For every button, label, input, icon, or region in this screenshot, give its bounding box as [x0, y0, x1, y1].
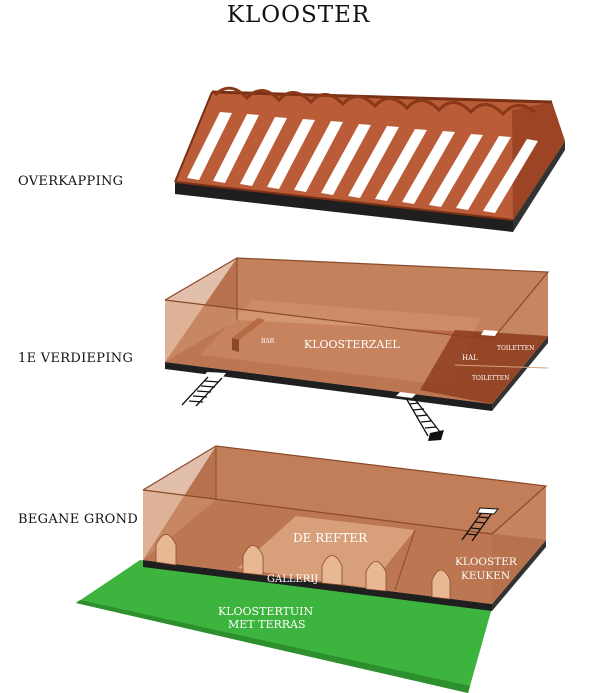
level-label-first-floor: 1E VERDIEPING	[18, 351, 134, 366]
room-label-de-refter: DE REFTER	[293, 531, 368, 545]
room-label-gallerij: GALLERIJ	[267, 574, 318, 585]
ground-floor-structure	[76, 445, 548, 693]
garden-terrace	[76, 560, 492, 693]
level-label-ground-floor: BEGANE GROND	[18, 512, 139, 527]
room-label-klooster-keuken-line2: KEUKEN	[461, 570, 510, 582]
room-label-hal: HAL	[462, 354, 478, 362]
room-label-klooster-keuken-line1: KLOOSTER	[455, 556, 518, 568]
page-title: KLOOSTER	[226, 2, 371, 28]
first-floor-structure	[164, 257, 550, 441]
roof-structure	[174, 86, 565, 232]
room-label-kloostertuin-line2: MET TERRAS	[228, 618, 306, 631]
room-label-toiletten-lower: TOILETTEN	[472, 375, 509, 382]
room-label-bar: BAR	[261, 338, 275, 345]
room-label-kloostertuin-line1: KLOOSTERTUIN	[218, 605, 314, 618]
room-label-toiletten-upper: TOILETTEN	[497, 345, 534, 352]
level-label-roof: OVERKAPPING	[18, 174, 124, 189]
room-label-kloosterzael: KLOOSTERZAEL	[304, 338, 400, 351]
